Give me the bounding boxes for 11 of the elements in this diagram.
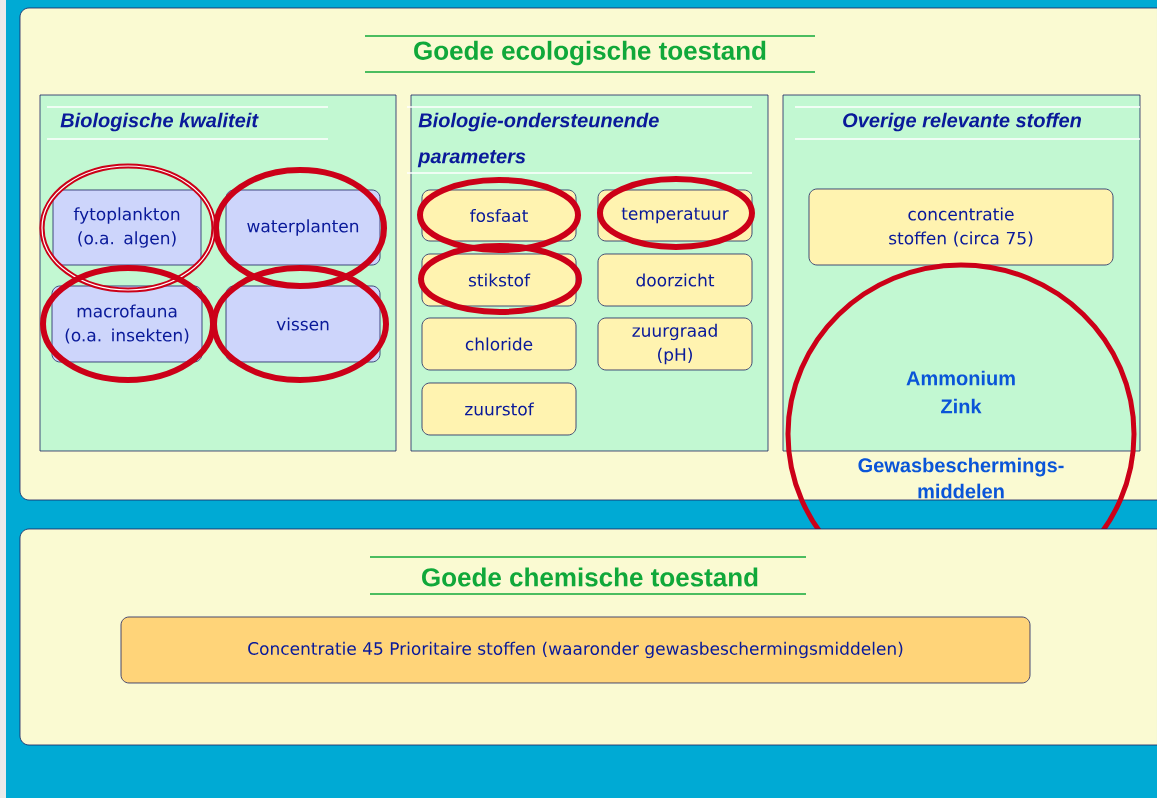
parameter-box: Concentratie 45 Prioritaire stoffen (waaronder gewasbeschermingsmiddelen) — [120, 616, 1031, 684]
parameter-box: fosfaat — [421, 189, 577, 242]
parameter-box: fytoplankton (o.a. algen) — [52, 189, 202, 266]
parameter-box: macrofauna (o.a. insekten) — [51, 285, 203, 363]
parameter-box: zuurgraad (pH) — [597, 317, 753, 371]
parameter-box: doorzicht — [597, 253, 753, 307]
parameter-box: concentratie stoffen (circa 75) — [808, 188, 1114, 266]
parameter-box: vissen — [225, 285, 381, 363]
parameter-box: waterplanten — [225, 189, 381, 266]
parameter-box: zuurstof — [421, 382, 577, 436]
parameter-box: chloride — [421, 317, 577, 371]
